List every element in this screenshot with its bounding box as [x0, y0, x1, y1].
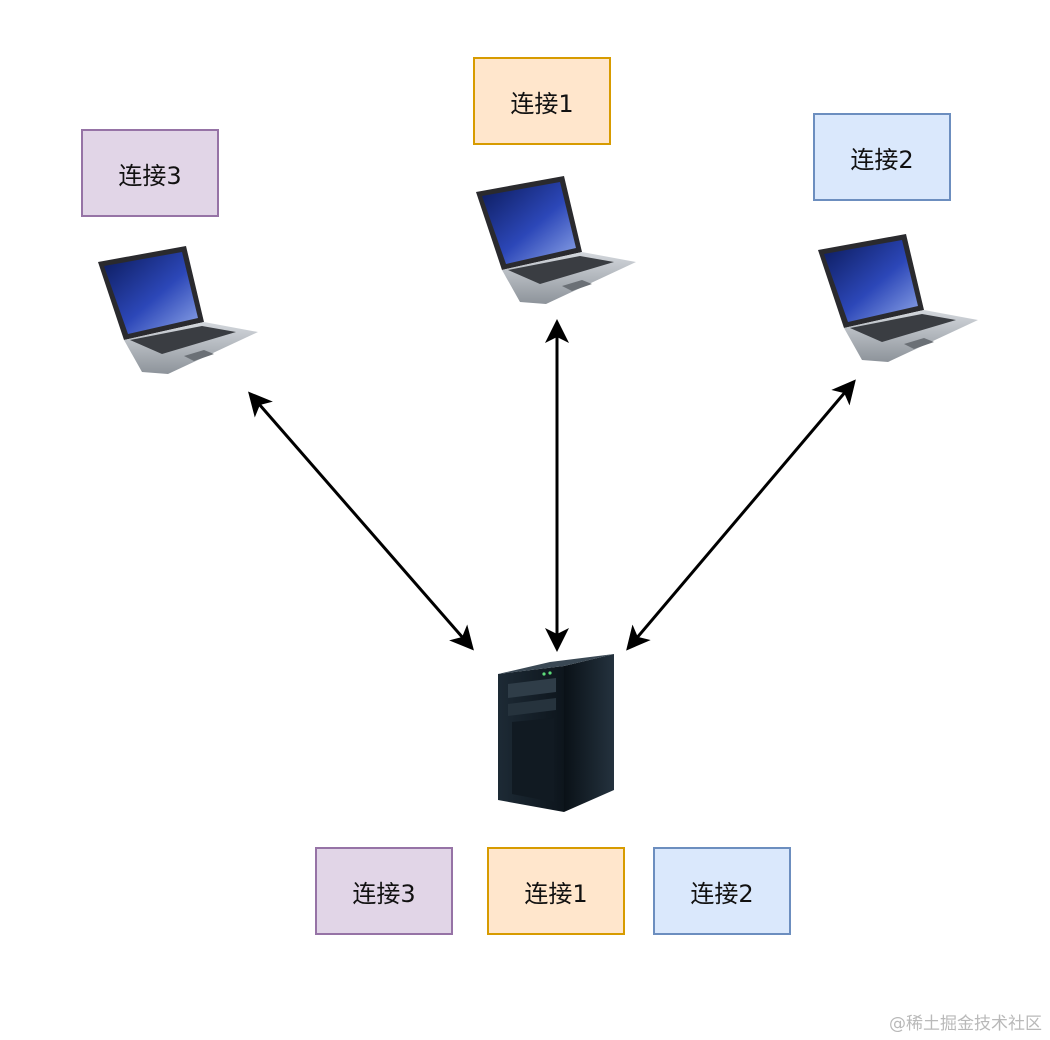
watermark: @稀土掘金技术社区 [889, 1014, 1042, 1034]
client-connection-label-2: 连接2 [813, 113, 951, 201]
arrow-right [626, 379, 856, 651]
laptop-icon [476, 176, 636, 304]
laptop-icon [818, 234, 978, 362]
client-connection-label-1: 连接1 [473, 57, 611, 145]
client-connection-label-3: 连接3 [81, 129, 219, 217]
server-connection-label-2: 连接2 [653, 847, 791, 935]
server-connection-label-1: 连接1 [487, 847, 625, 935]
arrow-left [248, 391, 474, 651]
laptop-icon [98, 246, 258, 374]
server-tower-icon [498, 654, 614, 812]
server-connection-label-3: 连接3 [315, 847, 453, 935]
